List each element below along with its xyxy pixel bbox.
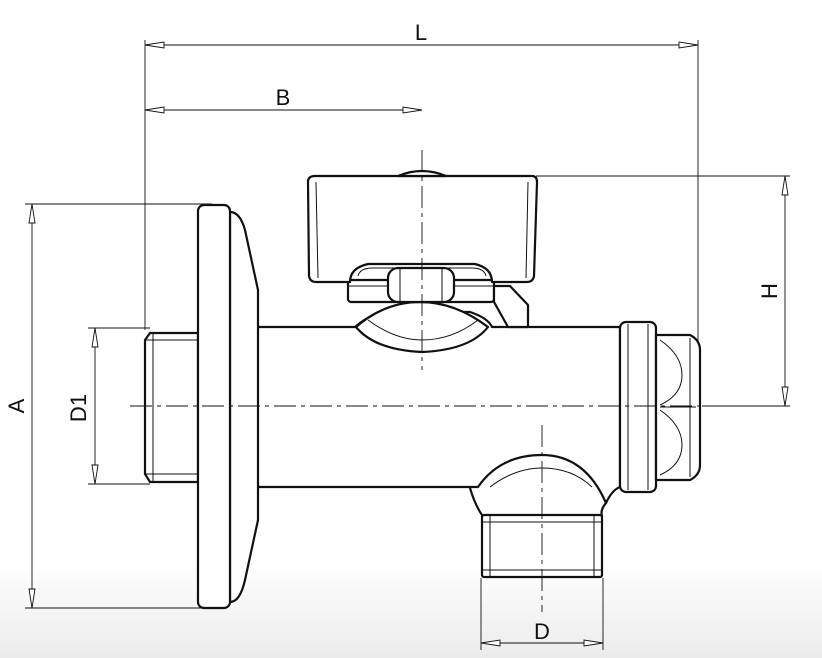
dimension-label-A: A [4, 398, 29, 413]
dimension-A: A [4, 203, 212, 609]
dimension-label-B: B [276, 85, 291, 110]
handle-stem [346, 266, 530, 329]
dimension-D1: D1 [66, 327, 150, 485]
dimension-label-L: L [415, 20, 427, 45]
butterfly-handle [306, 169, 539, 284]
compression-nut-right [618, 320, 702, 494]
dimension-D: D [480, 578, 604, 650]
dimension-L: L [144, 20, 699, 400]
valve-seat [354, 300, 490, 354]
dimension-H: H [536, 175, 790, 407]
dimension-label-H: H [757, 283, 782, 299]
dimension-B: B [144, 85, 423, 114]
inlet-thread-left [143, 331, 200, 484]
background-fade [0, 560, 822, 658]
dimension-label-D: D [534, 619, 550, 644]
dimension-label-D1: D1 [66, 394, 91, 422]
center-lines [130, 150, 715, 612]
wall-flange [196, 203, 260, 610]
